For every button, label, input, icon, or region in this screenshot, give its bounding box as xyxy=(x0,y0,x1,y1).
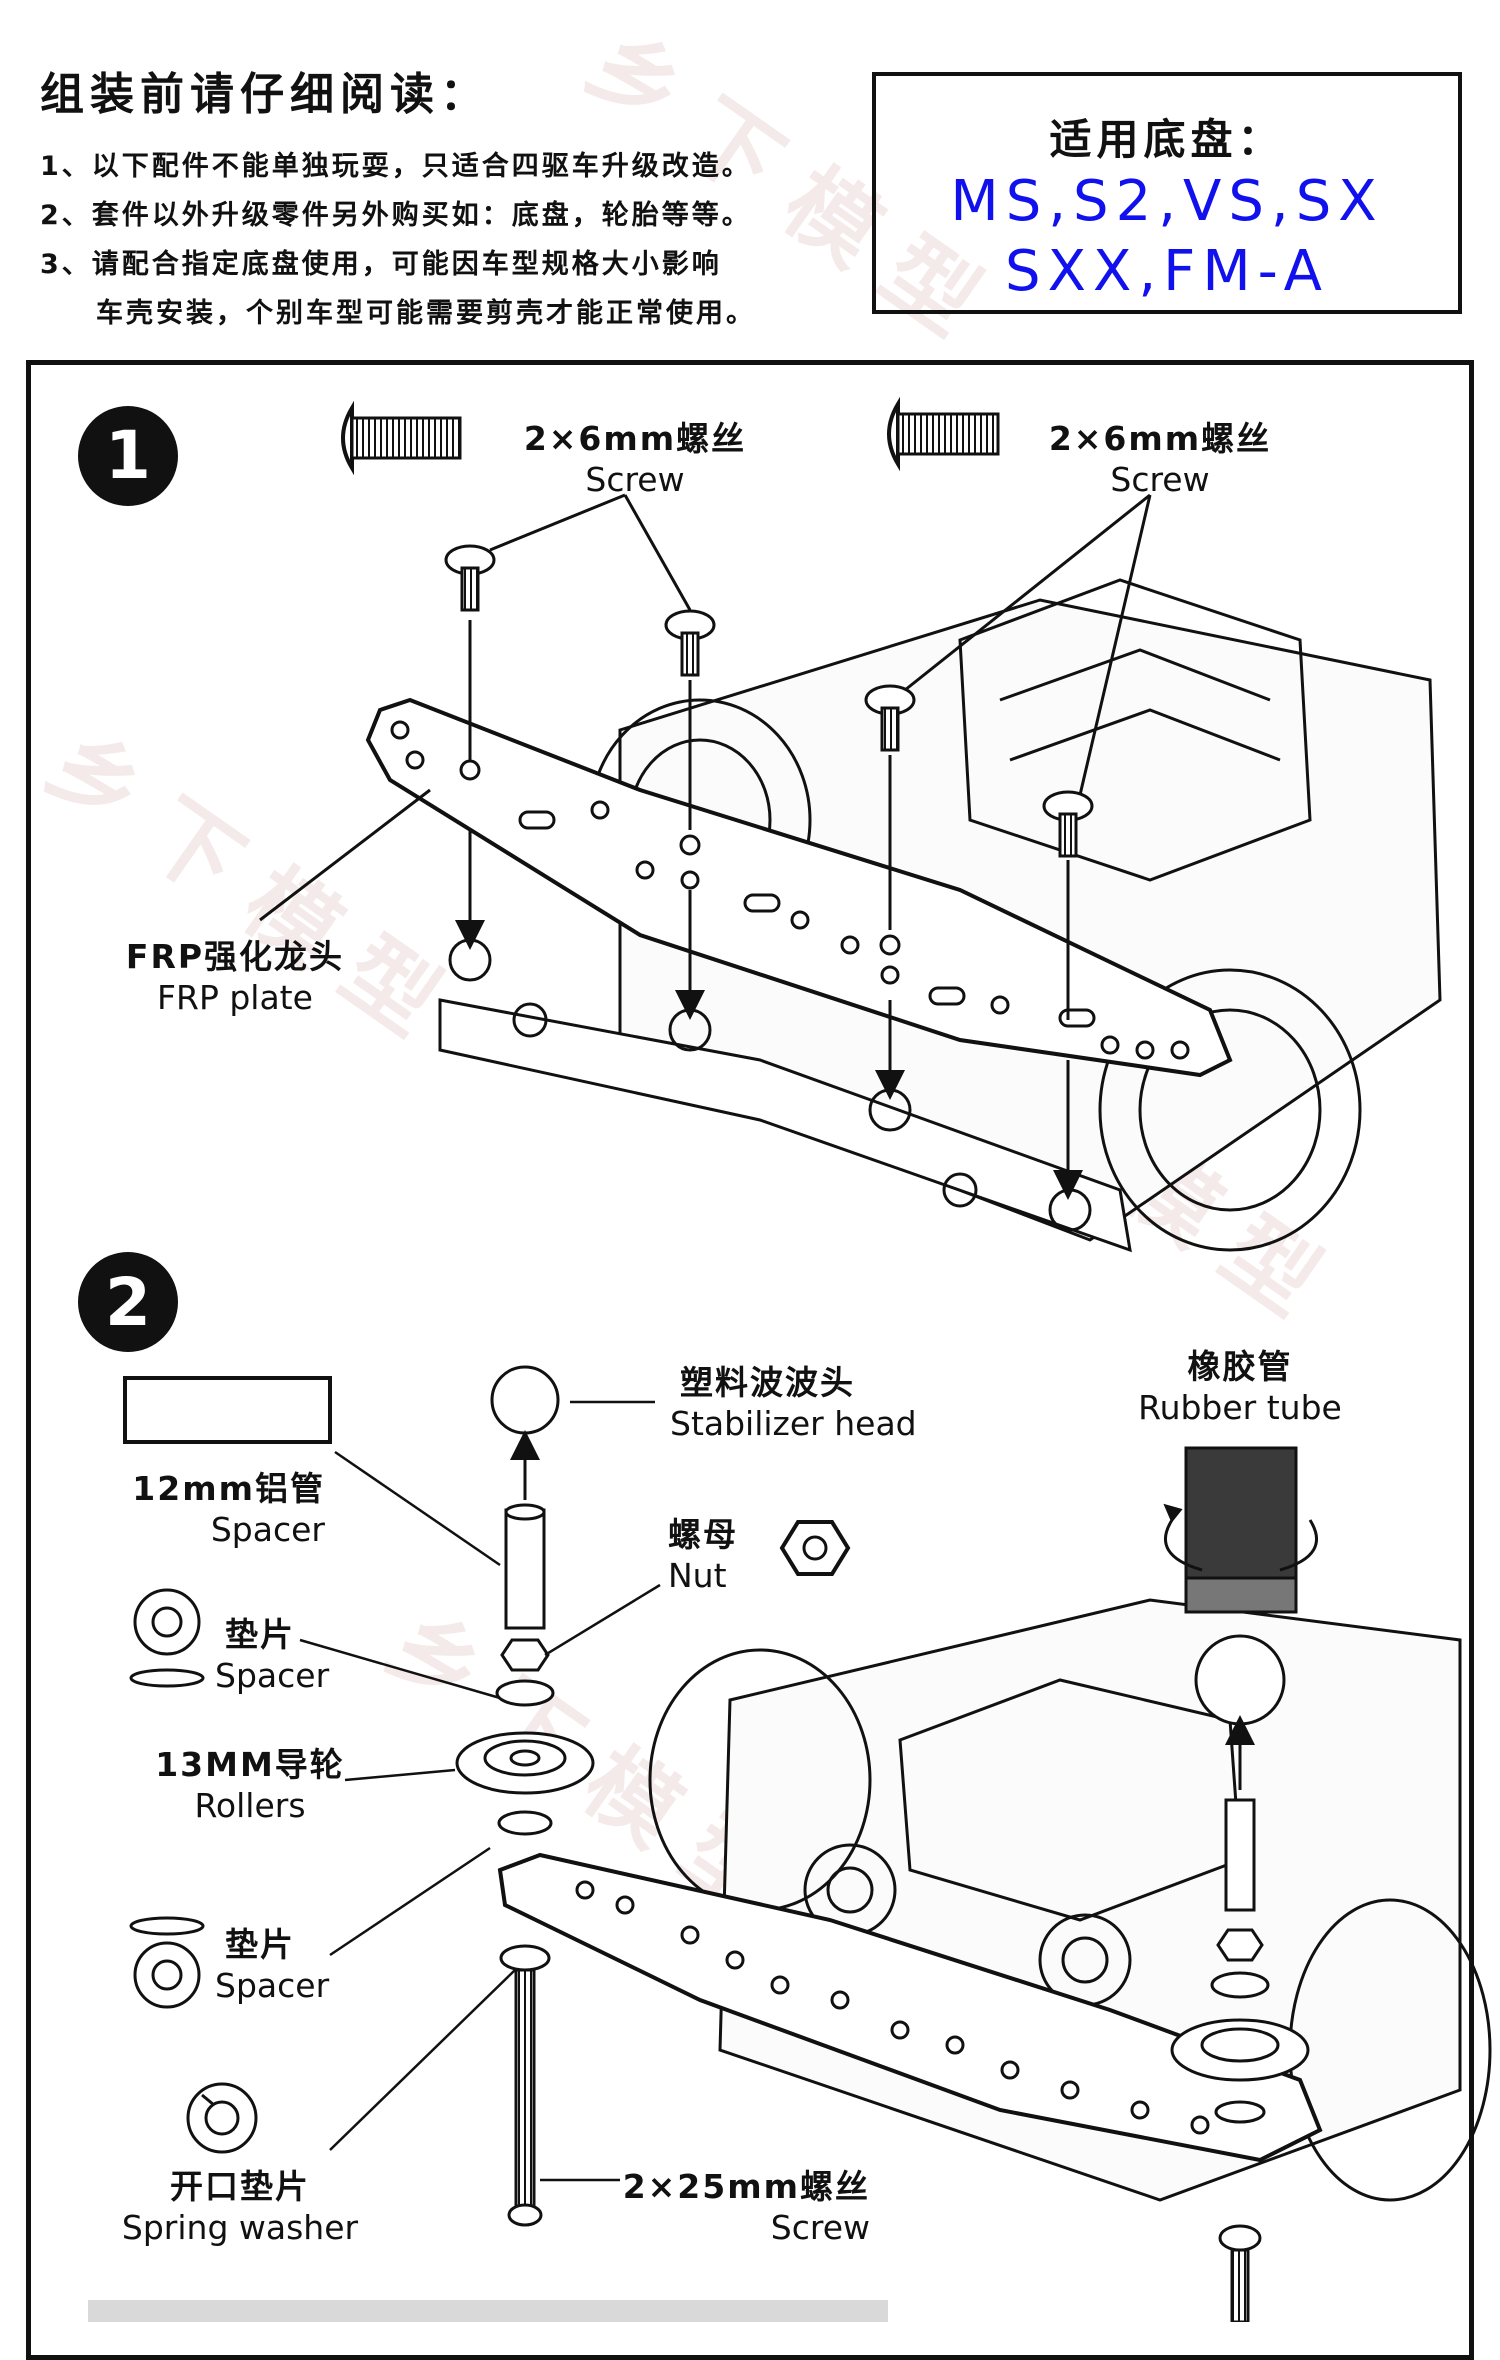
aluminum-spacer-label: 12mm铝管 Spacer xyxy=(132,1469,325,1549)
chassis-models-line2: SXX,FM-A xyxy=(1005,239,1329,304)
rubber-tube-icon xyxy=(1184,1446,1298,1580)
washer-part-icon xyxy=(495,1679,555,1707)
aluminum-spacer-icon xyxy=(504,1508,546,1630)
step2-leader-lines xyxy=(299,1400,661,2182)
frp-plate-label: FRP强化龙头 FRP plate xyxy=(125,937,345,1017)
stabilizer-head-icon xyxy=(490,1365,560,1435)
screw-icon xyxy=(887,396,1000,472)
notice-line-3-cont: 车壳安装，个别车型可能需要剪壳才能正常使用。 xyxy=(96,298,756,329)
screw-icon xyxy=(341,400,462,476)
notice-line-2: 2、套件以外升级零件另外购买如：底盘，轮胎等等。 xyxy=(40,200,752,231)
chassis-sketch-2 xyxy=(497,1598,1492,2202)
svg-text:2: 2 xyxy=(105,1264,151,1341)
assembly-notice: 组装前请仔细阅读： 1、以下配件不能单独玩耍，只适合四驱车升级改造。 2、套件以… xyxy=(40,58,860,340)
long-screw-icon xyxy=(514,1968,536,2212)
spacer-tube-icon xyxy=(123,1376,332,1444)
spring-washer-label: 开口垫片 Spring washer xyxy=(121,2167,359,2247)
svg-text:1: 1 xyxy=(105,417,151,494)
washer-bottom-label: 垫片 Spacer xyxy=(215,1925,330,2005)
notice-line-3: 3、请配合指定底盘使用，可能因车型规格大小影响 xyxy=(40,249,722,280)
stabilizer-head-label: 塑料波波头 Stabilizer head xyxy=(670,1363,917,1443)
chassis-models-line1: MS,S2,VS,SX xyxy=(950,169,1384,234)
nut-part-icon xyxy=(500,1638,550,1672)
compatible-chassis-box: 适用底盘： MS,S2,VS,SX SXX,FM-A xyxy=(872,72,1462,314)
step2-parts xyxy=(123,1365,851,2227)
washer-top-label: 垫片 Spacer xyxy=(215,1615,330,1695)
step1-screws xyxy=(259,493,1152,1200)
rubber-tube-label: 橡胶管 Rubber tube xyxy=(1138,1347,1342,1427)
frp-plate xyxy=(365,697,1233,1078)
chassis-sketch xyxy=(438,578,1442,1253)
chassis-plate-holes xyxy=(575,1880,1210,2135)
nut-label: 螺母 Nut xyxy=(668,1515,738,1595)
step2-badge: 2 xyxy=(78,1252,178,1352)
screw-label-right: 2×6mm螺丝 Screw xyxy=(1048,419,1272,499)
footer-bar xyxy=(88,2300,888,2322)
long-screw-label: 2×25mm螺丝 Screw xyxy=(622,2167,870,2247)
stabilizer-head-installed xyxy=(1194,1634,1286,1726)
chassis-title: 适用底盘： xyxy=(1049,115,1285,164)
screw-label-left: 2×6mm螺丝 Screw xyxy=(523,419,747,499)
step1-badge: 1 xyxy=(78,406,178,506)
notice-title: 组装前请仔细阅读： xyxy=(40,69,490,120)
rollers-label: 13MM导轮 Rollers xyxy=(155,1745,345,1825)
rubber-tube-assembly xyxy=(1163,1446,1319,2322)
notice-line-1: 1、以下配件不能单独玩耍，只适合四驱车升级改造。 xyxy=(40,151,752,182)
